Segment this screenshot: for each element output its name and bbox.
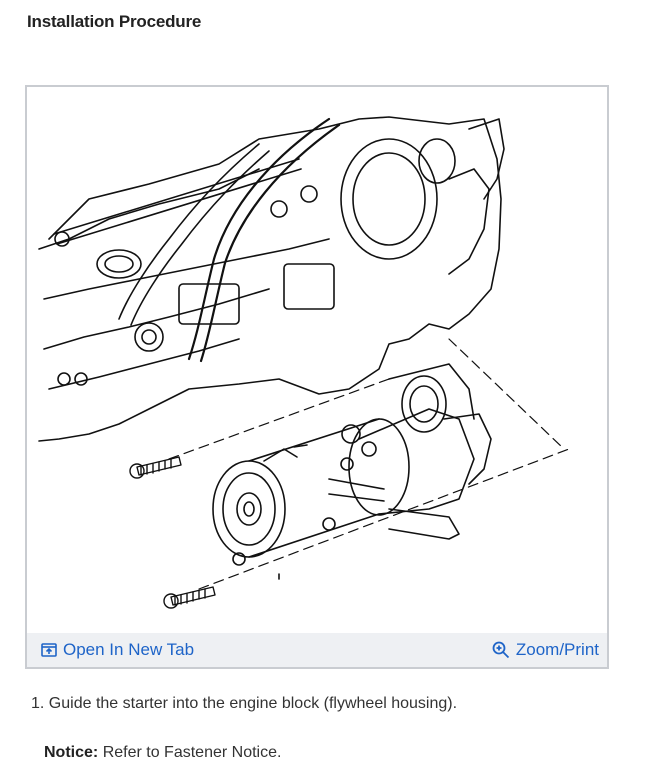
step-item: 1. Guide the starter into the engine blo… [31,695,457,713]
figure-toolbar: Open In New Tab Zoom/Print [27,633,607,667]
notice-label: Notice: [44,744,99,761]
step-number: 1. [31,695,45,712]
open-in-new-tab-label: Open In New Tab [63,640,195,659]
figure-frame: Open In New Tab Zoom/Print [25,85,609,669]
starter-installation-diagram [38,116,570,609]
zoom-print-label: Zoom/Print [515,640,599,659]
magnifier-plus-icon [492,641,509,659]
notice-body: Refer to Fastener Notice. [102,744,282,761]
open-in-new-tab-link[interactable]: Open In New Tab [41,640,194,660]
open-new-tab-icon [41,643,57,657]
step-text: Guide the starter into the engine block … [48,695,458,712]
section-heading: Installation Procedure [27,12,202,31]
notice: Notice: Refer to Fastener Notice. [44,744,281,762]
zoom-print-link[interactable]: Zoom/Print [492,640,599,660]
